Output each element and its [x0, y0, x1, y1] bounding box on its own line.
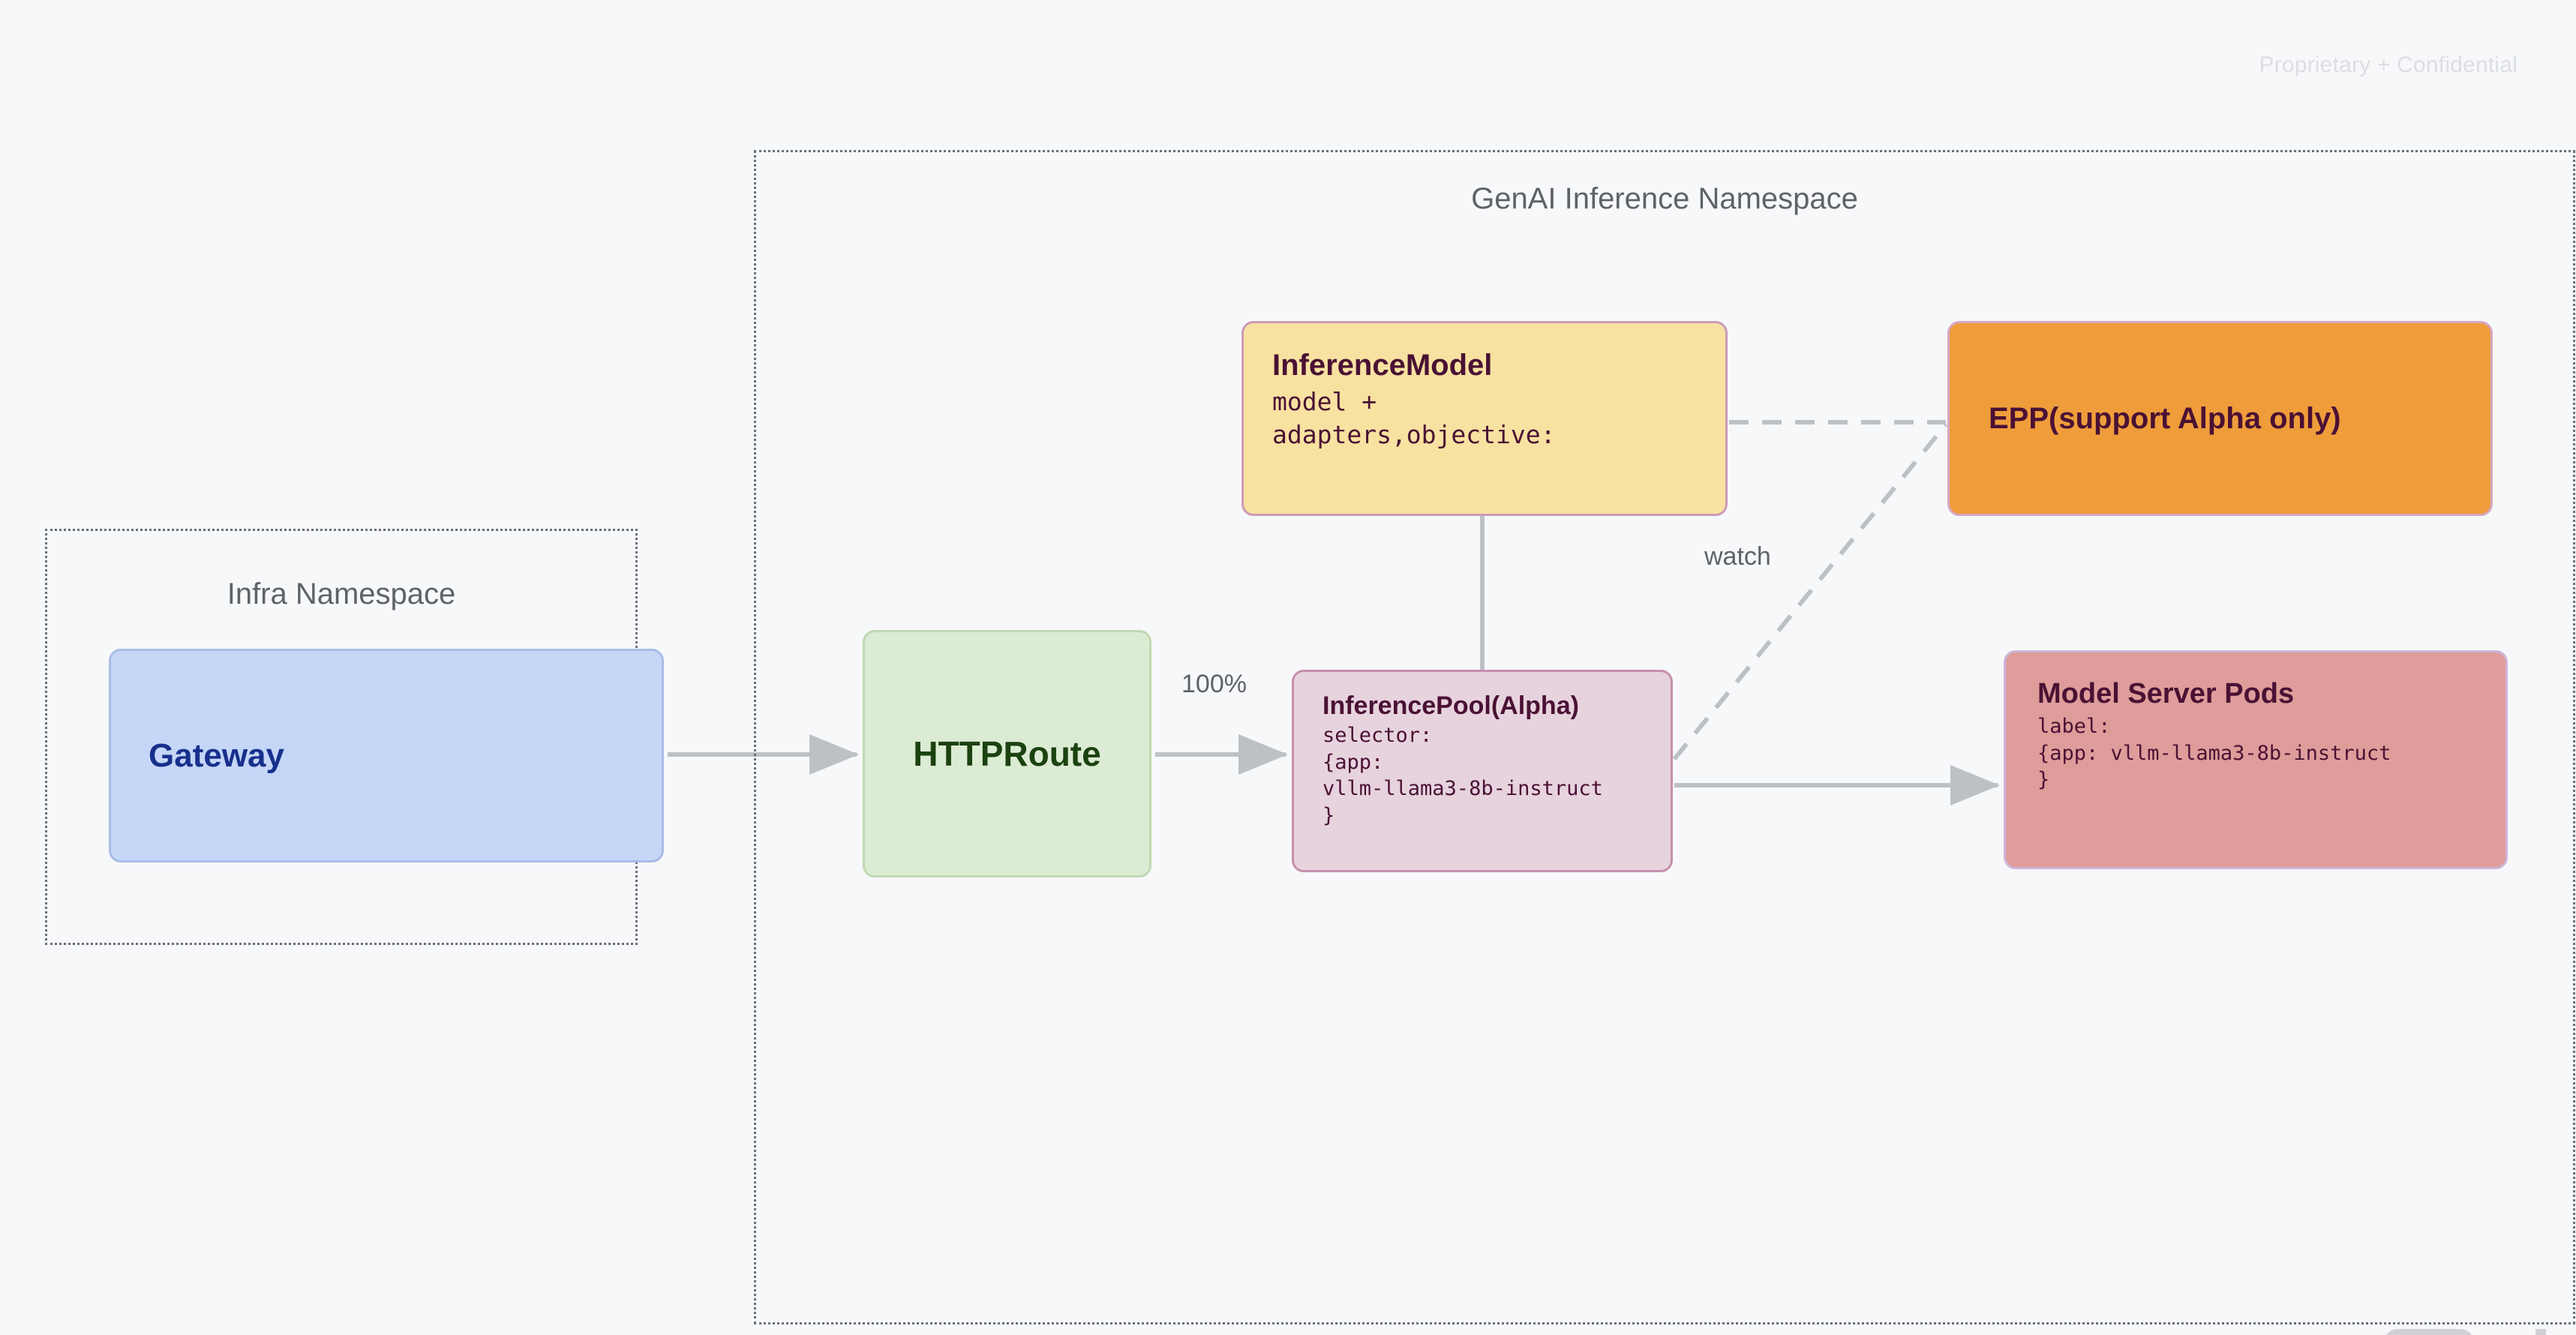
node-epp[interactable]: EPP(support Alpha only)	[1947, 321, 2493, 516]
node-model-server-pods[interactable]: Model Server Pods label: {app: vllm-llam…	[2004, 650, 2508, 869]
edge-inferencepool-to-epp-watch	[1672, 423, 1948, 760]
node-httproute[interactable]: HTTPRoute	[863, 630, 1151, 878]
node-model-server-pods-spec: label: {app: vllm-llama3-8b-instruct }	[2037, 715, 2391, 792]
node-epp-title: EPP(support Alpha only)	[1989, 401, 2341, 435]
node-model-server-pods-title: Model Server Pods	[2037, 678, 2295, 710]
node-httproute-title: HTTPRoute	[913, 734, 1101, 773]
namespace-infra: Infra Namespace	[45, 529, 638, 945]
node-gateway[interactable]: Gateway	[109, 649, 664, 862]
footer-logo-partial	[2384, 1329, 2474, 1335]
node-gateway-title: Gateway	[149, 736, 284, 774]
confidential-notice: Proprietary + Confidential	[2259, 52, 2517, 77]
edge-label-traffic-weight: 100%	[1181, 670, 1247, 698]
namespace-infra-title: Infra Namespace	[227, 578, 456, 610]
node-inference-pool-spec: selector: {app: vllm-llama3-8b-instruct …	[1323, 724, 1603, 827]
node-inference-model[interactable]: InferenceModel model + adapters,objectiv…	[1241, 321, 1728, 516]
namespace-genai-inference: GenAI Inference Namespace	[754, 150, 2575, 1324]
edge-label-watch: watch	[1704, 542, 1771, 571]
node-inference-pool[interactable]: InferencePool(Alpha) selector: {app: vll…	[1292, 670, 1673, 872]
namespace-genai-title: GenAI Inference Namespace	[1471, 182, 1858, 215]
footer-logo-partial-mark	[2535, 1329, 2546, 1335]
node-inference-model-spec: model + adapters,objective:	[1272, 387, 1556, 449]
node-inference-model-title: InferenceModel	[1272, 349, 1493, 382]
node-inference-pool-title: InferencePool(Alpha)	[1323, 692, 1579, 720]
